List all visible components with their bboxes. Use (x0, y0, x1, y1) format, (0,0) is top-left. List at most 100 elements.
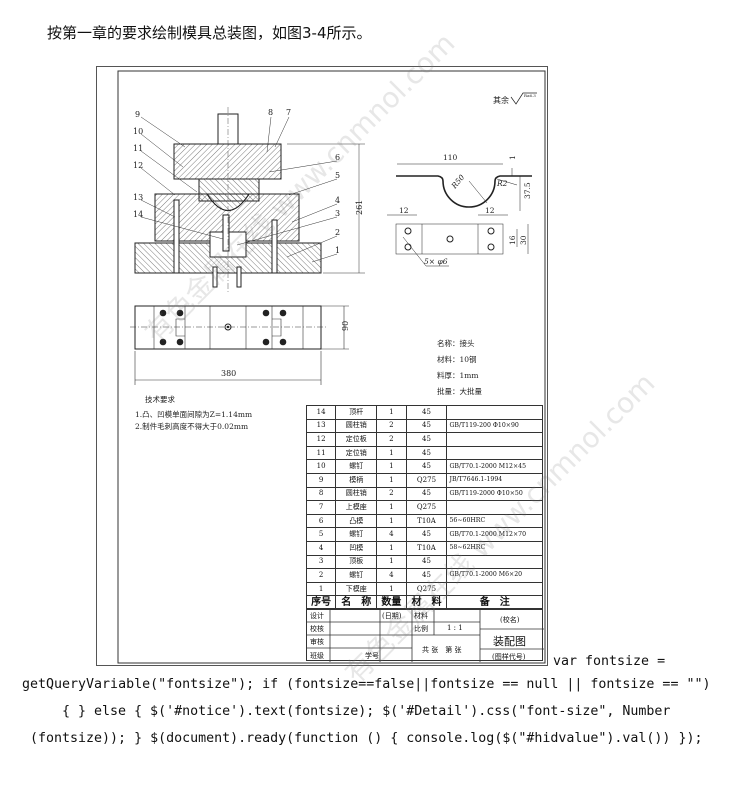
part-dim-hole-left: 12 (399, 206, 409, 215)
part-name: 定位销 (335, 445, 378, 461)
part-note (446, 405, 543, 420)
part-no: 13 (305, 418, 337, 434)
part-name: 螺钉 (335, 527, 378, 542)
part-material: 45 (405, 459, 448, 474)
part-note: GB/T119-2000 Φ10×50 (446, 486, 543, 502)
tb-student-no: 学号 (365, 652, 379, 660)
drawing-svg: 其余 Ra6.3 (117, 70, 546, 664)
title-block-grid (307, 609, 544, 662)
part-name: 顶杆 (335, 405, 378, 420)
part-no: 1 (305, 581, 337, 597)
part-info-thickness: 料厚：1mm (437, 370, 479, 380)
part-material: 45 (405, 568, 448, 583)
tb-school: (校名) (500, 616, 520, 624)
part-name: 圆柱销 (335, 486, 378, 502)
code-line: { } else { $('#notice').text(fontsize); … (62, 704, 671, 719)
part-note: GB/T70.1-2000 M6×20 (446, 568, 543, 583)
part-no: 12 (305, 432, 337, 447)
part-no: 11 (305, 445, 337, 461)
part-label: 9 (135, 110, 140, 119)
part-label: 3 (335, 209, 340, 218)
part-label: 8 (268, 108, 273, 117)
part-name: 凹模 (335, 540, 378, 556)
part-qty: 2 (376, 418, 407, 434)
part-no: 4 (305, 540, 337, 556)
roughness-symbol-icon (510, 92, 537, 105)
part-dim-plate-width: 30 (519, 235, 528, 245)
roughness-value: Ra6.3 (524, 93, 536, 98)
tb-drawing-no: (图样代号) (492, 653, 526, 661)
ejector-pin (222, 214, 230, 252)
part-profile (387, 163, 532, 267)
part-qty: 1 (376, 500, 407, 515)
tb-title: 装配图 (493, 635, 526, 648)
inner-frame (117, 70, 546, 664)
tb-review: 审核 (310, 638, 324, 646)
part-material: 45 (405, 445, 448, 461)
part-name: 定位板 (335, 432, 378, 447)
part-label: 11 (133, 144, 143, 153)
part-note (446, 500, 543, 515)
part-material: 45 (405, 432, 448, 447)
part-label: 10 (133, 127, 143, 136)
tech-requirement: 1.凸、凹模单面间隙为Z=1.14mm (135, 409, 252, 419)
part-note: 56~60HRC (446, 513, 543, 529)
part-no: 7 (305, 500, 337, 515)
part-material: Q275 (405, 581, 448, 597)
part-note: 58~62HRC (446, 540, 543, 556)
part-dim-radius-small: R2 (496, 179, 508, 188)
part-label: 2 (335, 228, 340, 237)
part-note (446, 445, 543, 461)
part-note (446, 432, 543, 447)
part-qty: 4 (376, 527, 407, 542)
dim-width: 380 (221, 369, 236, 378)
tb-design: 设计 (310, 612, 324, 620)
part-material: Q275 (405, 500, 448, 515)
part-name: 圆柱销 (335, 418, 378, 434)
tb-material: 材料 (414, 612, 428, 620)
top-view: 90 380 (130, 305, 350, 385)
header-part-qty: 数量 (376, 595, 407, 611)
tb-scale-label: 比例 (414, 625, 428, 633)
dim-depth: 90 (341, 321, 350, 331)
part-no: 5 (305, 527, 337, 542)
part-no: 8 (305, 486, 337, 502)
part-name: 螺钉 (335, 459, 378, 474)
part-label: 7 (286, 108, 291, 117)
part-material: 45 (405, 527, 448, 542)
part-dim-hole-spacing: 16 (508, 235, 517, 245)
part-no: 10 (305, 459, 337, 474)
roughness-note: 其余 (493, 95, 509, 105)
part-qty: 2 (376, 432, 407, 447)
code-line: (fontsize)); } $(document).ready(functio… (30, 731, 703, 746)
part-qty: 1 (376, 459, 407, 474)
part-name: 模柄 (335, 472, 378, 488)
part-dim-radius-large: R50 (449, 173, 466, 191)
part-label: 13 (133, 193, 143, 202)
part-note (446, 581, 543, 597)
part-dim-thickness: 1 (508, 155, 517, 160)
header-part-note: 备 注 (446, 595, 543, 611)
part-qty: 2 (376, 486, 407, 502)
code-line: var fontsize = (553, 654, 666, 669)
header-part-material: 材 料 (405, 595, 448, 611)
part-name: 上模座 (335, 500, 378, 515)
part-qty: 1 (376, 540, 407, 556)
assembly-section: 9 10 11 12 13 14 8 7 6 5 4 3 2 1 261 (133, 107, 365, 292)
upper-die-seat (173, 143, 282, 180)
part-label: 12 (133, 161, 143, 170)
tb-date: (日期) (382, 612, 402, 620)
part-note: GB/T119-200 Φ10×90 (446, 418, 543, 434)
part-material: 45 (405, 554, 448, 570)
part-label: 1 (335, 246, 340, 255)
part-dim-hole-right: 12 (485, 206, 495, 215)
